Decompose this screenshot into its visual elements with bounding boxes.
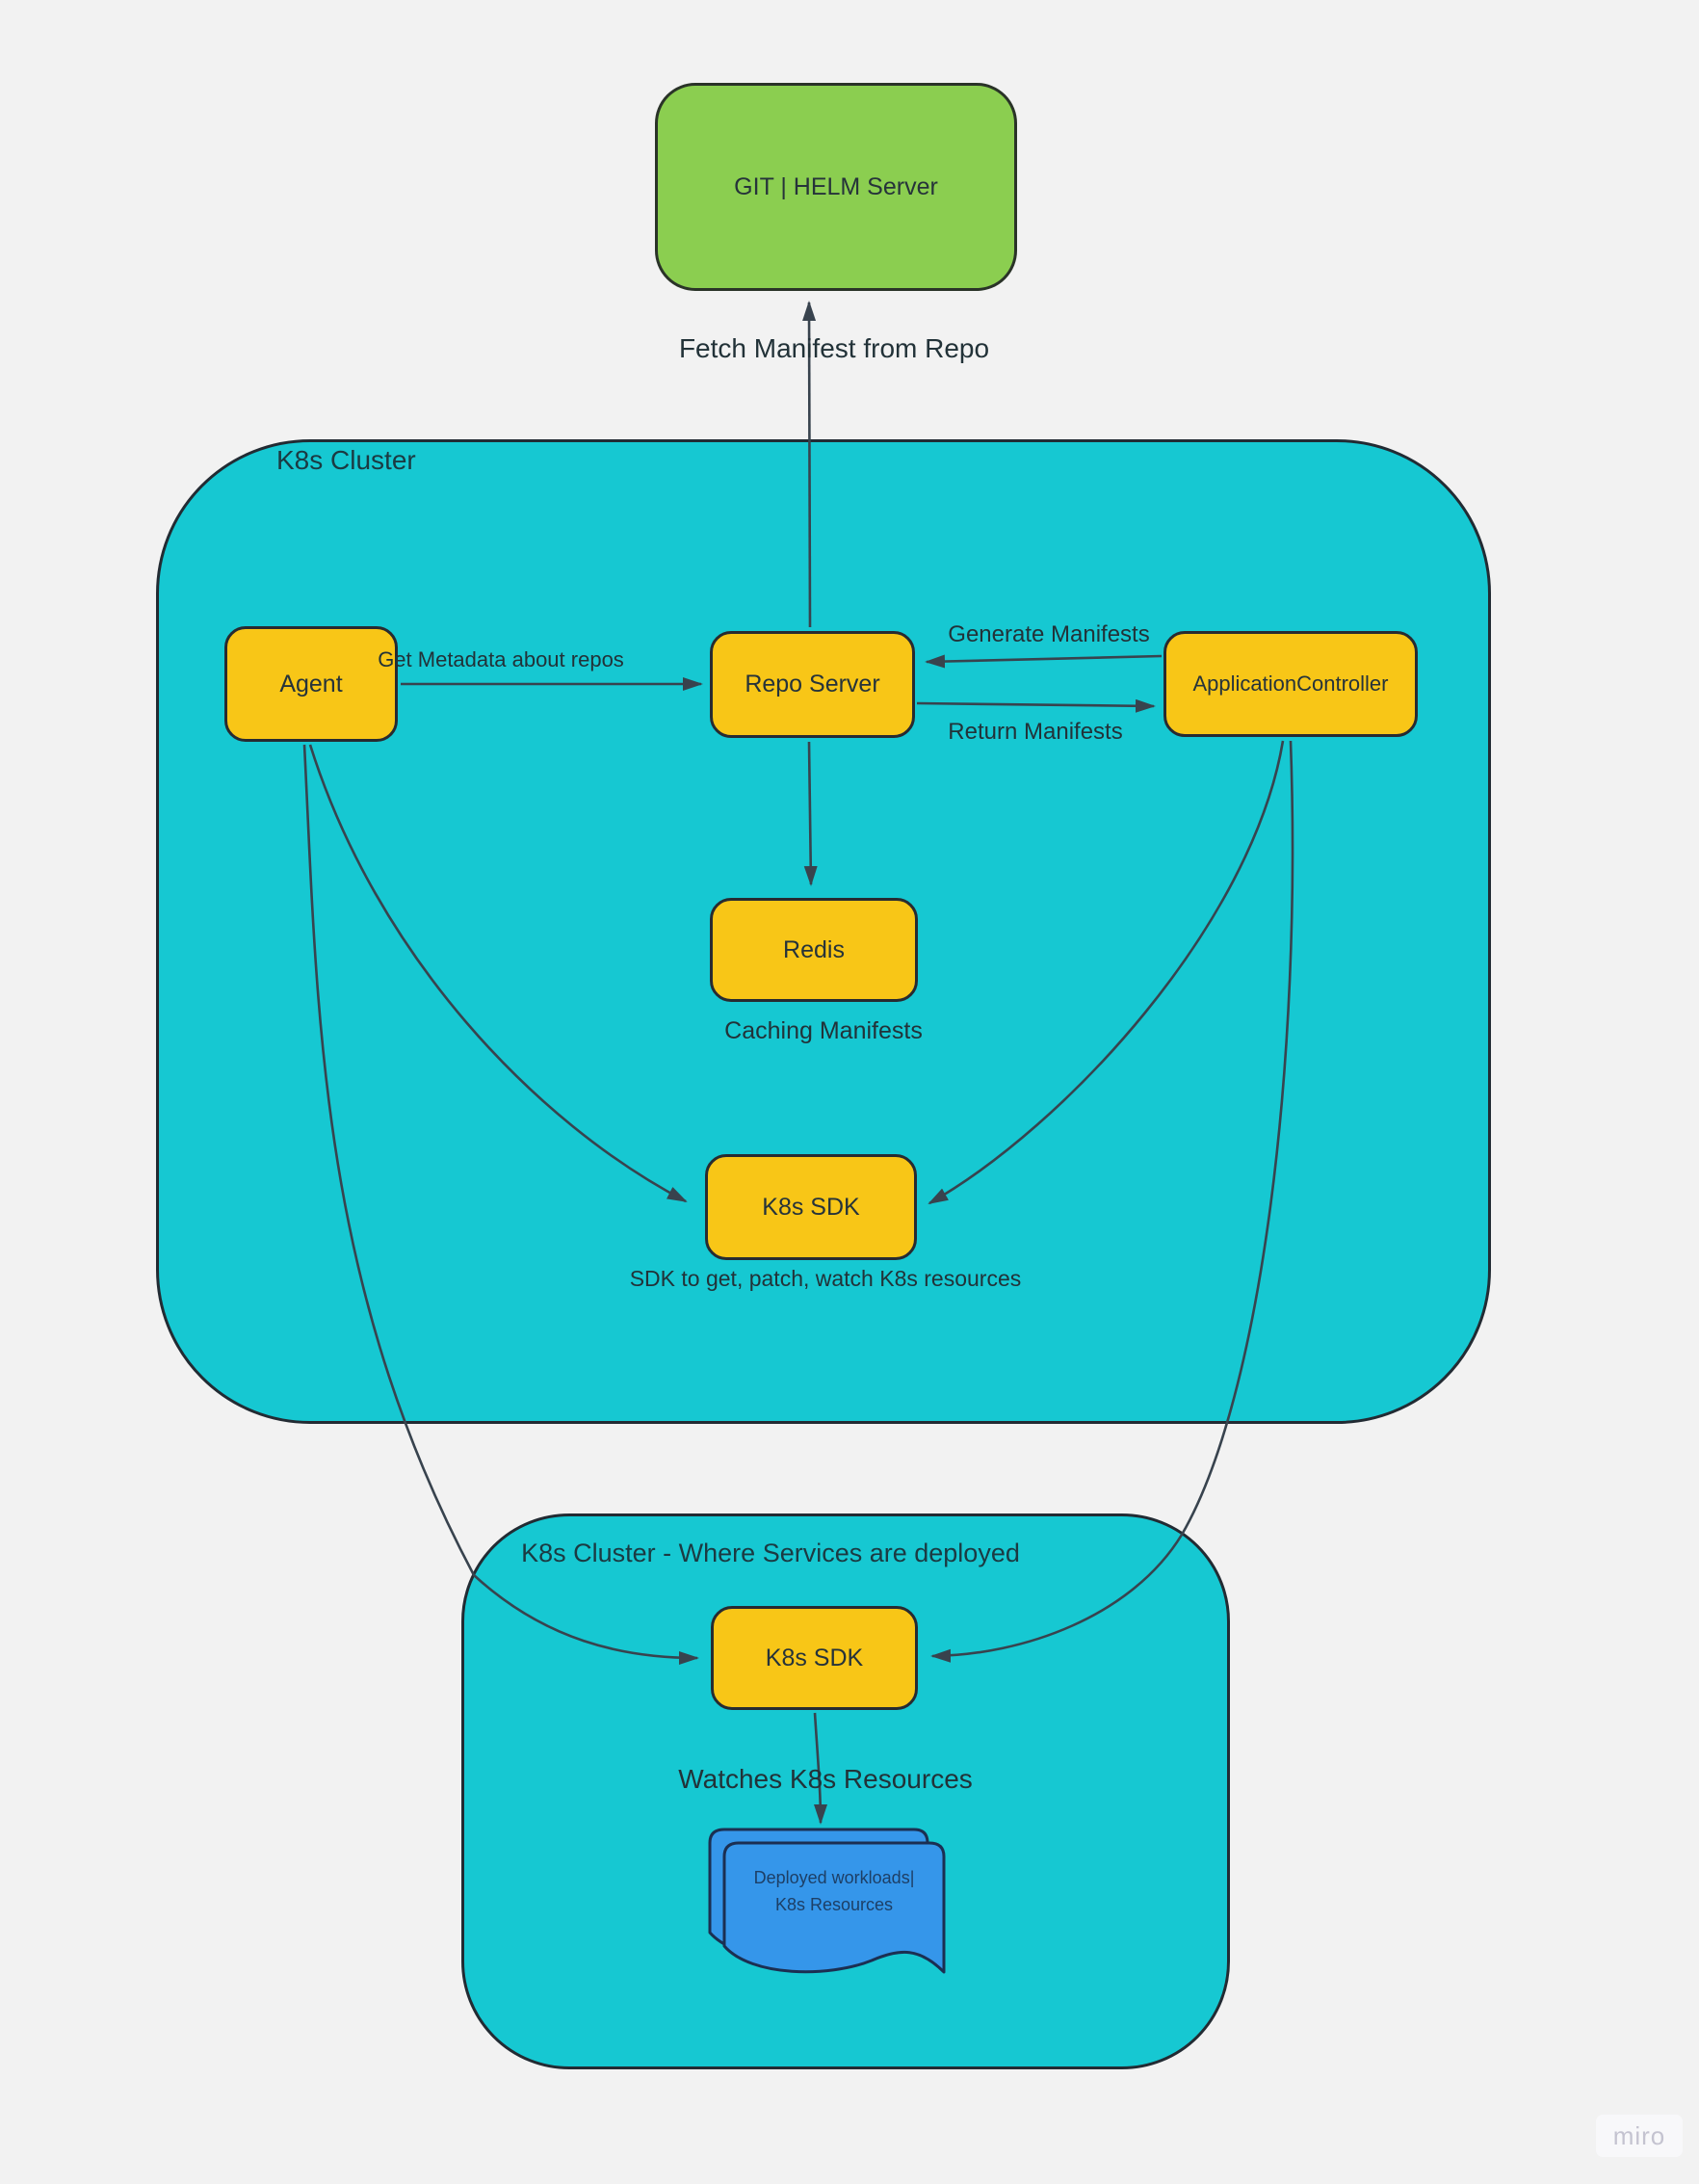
node-k8s-sdk-main[interactable]: K8s SDK — [705, 1154, 917, 1260]
annotation-fetch-manifest[interactable]: Fetch Manifest from Repo — [678, 333, 990, 363]
connector-agent-to-sdk1[interactable] — [308, 744, 688, 1203]
connector-appctrl-to-sdk1[interactable] — [928, 740, 1285, 1205]
connector-repo-to-redis[interactable] — [803, 741, 818, 886]
connector-repo-to-appctrl[interactable] — [916, 698, 1156, 713]
annotation-generate-manifests[interactable]: Generate Manifests — [948, 621, 1150, 647]
annotation-watches-resources[interactable]: Watches K8s Resources — [678, 1764, 973, 1794]
node-k8s-sdk-deploy[interactable]: K8s SDK — [711, 1606, 918, 1710]
connector-sdk2-to-workloads[interactable] — [813, 1712, 827, 1825]
node-agent[interactable]: Agent — [224, 626, 398, 742]
workloads-document-front[interactable] — [722, 1841, 946, 1974]
miro-watermark: miro — [1596, 2115, 1683, 2157]
node-repo-server[interactable]: Repo Server — [710, 631, 915, 738]
node-git-helm-server[interactable]: GIT | HELM Server — [655, 83, 1017, 291]
workloads-label-line1: Deployed workloads| — [753, 1868, 915, 1887]
node-redis[interactable]: Redis — [710, 898, 918, 1002]
connector-appctrl-to-repo[interactable] — [925, 654, 1163, 669]
cluster-deploy-title[interactable]: K8s Cluster - Where Services are deploye… — [521, 1539, 1020, 1567]
workloads-label-line2: K8s Resources — [774, 1894, 894, 1914]
annotation-return-manifests[interactable]: Return Manifests — [948, 719, 1123, 745]
connector-repo-to-git[interactable] — [802, 301, 817, 628]
workloads-document-label[interactable]: Deployed workloads| K8s Resources — [724, 1865, 944, 1919]
connector-agent-to-sdk2[interactable] — [302, 744, 699, 1665]
annotation-get-metadata[interactable]: Get Metadata about repos — [378, 647, 624, 671]
connector-appctrl-to-sdk2[interactable] — [930, 740, 1294, 1663]
node-application-controller[interactable]: ApplicationController — [1163, 631, 1418, 737]
cluster-main-title[interactable]: K8s Cluster — [276, 445, 416, 475]
annotation-caching-manifests[interactable]: Caching Manifests — [724, 1017, 923, 1044]
annotation-sdk-description[interactable]: SDK to get, patch, watch K8s resources — [629, 1266, 1022, 1291]
